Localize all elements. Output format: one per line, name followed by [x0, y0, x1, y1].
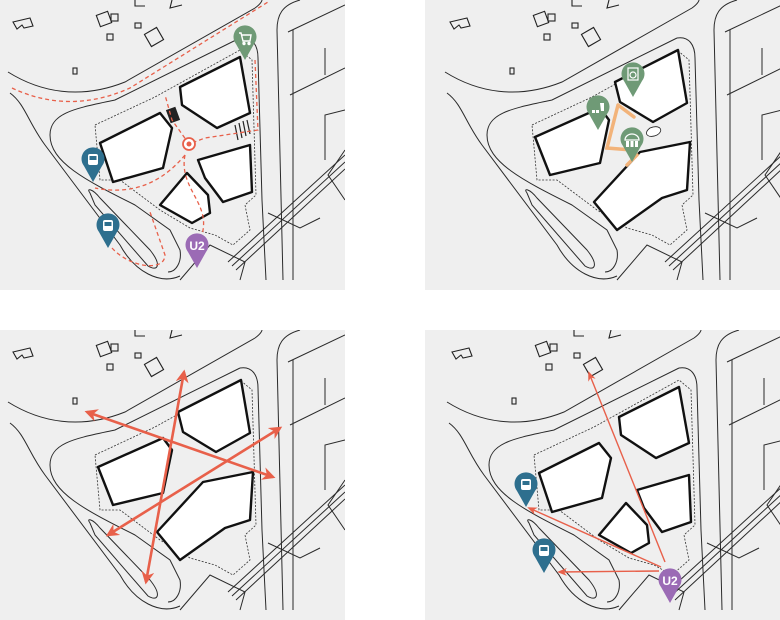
metro-label: U2	[189, 239, 205, 253]
laundry-icon	[627, 67, 639, 81]
bus-stop-pin[interactable]	[96, 213, 120, 248]
base-map	[444, 0, 780, 281]
courtyard-island	[646, 126, 662, 137]
target-icon	[182, 137, 196, 151]
connection-arrow	[527, 507, 662, 568]
site-plan-view-axes	[0, 330, 345, 620]
buildings	[98, 55, 254, 225]
bus-stop-pin[interactable]	[532, 538, 556, 573]
metro-u2-pin[interactable]: U2	[185, 233, 209, 268]
base-map	[7, 330, 345, 611]
buildings	[533, 48, 692, 232]
site-plan-access-routes: U2	[0, 0, 345, 290]
shopping-cart-icon	[239, 32, 252, 46]
site-plan-3	[7, 330, 345, 611]
bus-stop-pin[interactable]	[514, 472, 538, 507]
base-map	[7, 0, 345, 281]
metro-u2-pin[interactable]: U2	[658, 568, 682, 603]
site-plan-amenities	[425, 0, 780, 290]
amenity-pin[interactable]	[586, 95, 610, 130]
bus-icon	[521, 479, 531, 490]
metro-label: U2	[662, 574, 678, 588]
view-axis-arrow	[105, 426, 283, 537]
base-map	[446, 330, 780, 611]
connection-arrow	[588, 371, 666, 563]
bus-icon	[539, 545, 549, 556]
buildings	[537, 385, 693, 555]
bus-icon	[103, 220, 113, 231]
community-icon	[624, 133, 640, 147]
playground-icon	[592, 103, 604, 113]
site-plan-transit: U2	[425, 330, 780, 620]
bus-stop-pin[interactable]	[81, 147, 105, 182]
amenity-pin[interactable]	[621, 62, 645, 97]
bus-icon	[88, 154, 98, 165]
buildings	[96, 378, 255, 562]
site-plan-2	[444, 0, 780, 281]
walking-routes	[11, 1, 269, 267]
site-plan-4: U2	[446, 330, 780, 611]
shop-pin[interactable]	[233, 25, 257, 60]
amenity-pin[interactable]	[620, 127, 644, 162]
connection-arrow	[557, 568, 660, 576]
site-plan-1: U2	[7, 0, 345, 281]
